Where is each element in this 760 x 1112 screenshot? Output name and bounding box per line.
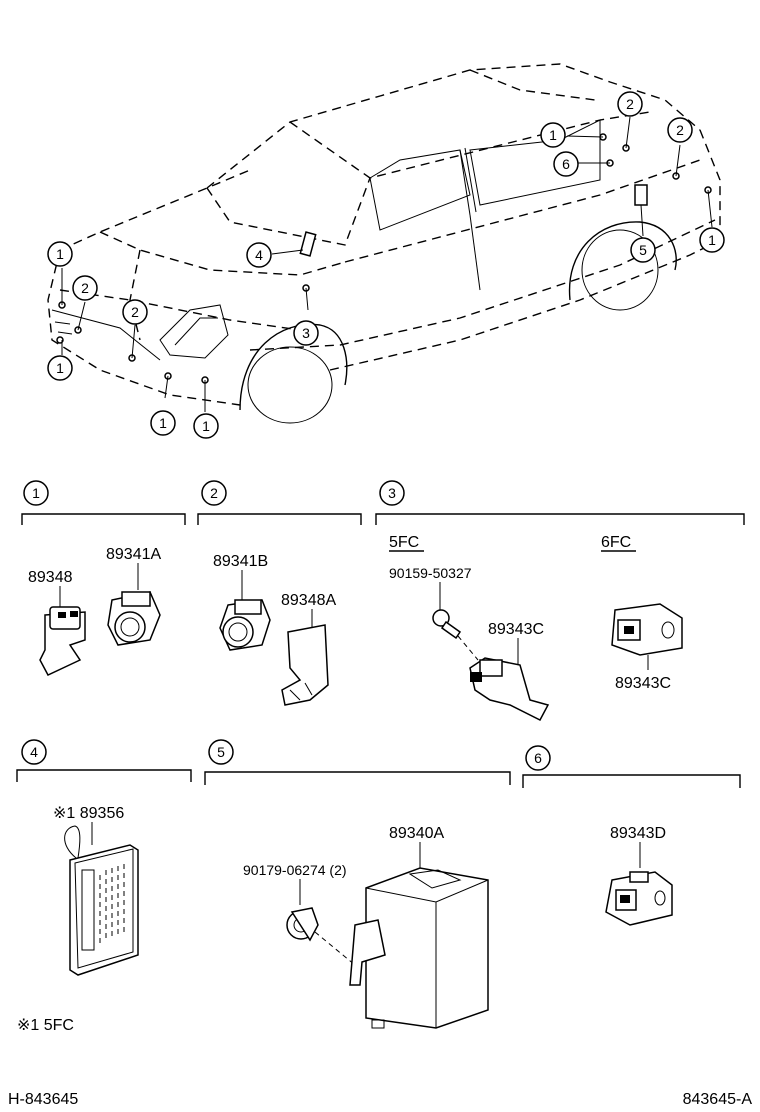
sensor-89343C-5FC-drawing: [469, 657, 550, 721]
callout-6-rear: 6: [553, 151, 579, 177]
clip-90179-06274-drawing: [286, 907, 319, 942]
callout-2-rear-right: 2: [667, 117, 693, 143]
sensor-89341A-drawing: [107, 591, 161, 646]
svg-text:5: 5: [639, 242, 647, 258]
part-89343C-5FC: 89343C: [488, 621, 544, 638]
part-89341A: 89341A: [106, 546, 161, 563]
bracket-89348-drawing: [39, 606, 86, 676]
callout-4-hood: 4: [246, 242, 272, 268]
drawing-number-left: H-843645: [8, 1091, 78, 1108]
section-4: 4 ※1 89356: [16, 739, 192, 976]
variant-6FC: 6FC: [601, 534, 631, 551]
svg-text:1: 1: [549, 127, 557, 143]
drawing-number-right: 843645-A: [683, 1091, 753, 1108]
callout-1-front-left-top: 1: [47, 241, 73, 267]
part-89340A: 89340A: [389, 825, 444, 842]
callout-2-front-center: 2: [122, 299, 148, 325]
svg-text:1: 1: [159, 415, 167, 431]
svg-text:1: 1: [56, 246, 64, 262]
part-89343D: 89343D: [610, 825, 666, 842]
part-89341B: 89341B: [213, 553, 268, 570]
footnote: ※1 5FC: [17, 1017, 74, 1034]
part-90179-06274: 90179-06274 (2): [243, 862, 347, 878]
svg-text:6: 6: [534, 750, 542, 766]
callout-1-front-right-low: 1: [193, 413, 219, 439]
callout-3-side: 3: [293, 320, 319, 346]
callout-2-front-left: 2: [72, 275, 98, 301]
section-5: 5 89340A 90179-06274 (2): [204, 739, 511, 1029]
svg-text:3: 3: [388, 485, 396, 501]
bolt-90159-50327-drawing: [432, 609, 462, 640]
svg-text:4: 4: [30, 744, 38, 760]
svg-text:1: 1: [32, 485, 40, 501]
label-89356-drawing: [64, 825, 139, 976]
part-89356: ※1 89356: [53, 805, 124, 822]
part-90159-50327: 90159-50327: [389, 565, 472, 581]
car-callouts: 1 2 2 1 1 1 4 3 1 2 2 6 5 1: [47, 91, 725, 439]
callout-5-rear: 5: [630, 237, 656, 263]
section-2: 2 89341B 89348A: [197, 480, 362, 706]
sensor-89343C-6FC-drawing: [611, 603, 683, 656]
callout-1-rear-top: 1: [540, 122, 566, 148]
section-1: 1 89348 89341A: [21, 480, 186, 676]
svg-text:3: 3: [302, 325, 310, 341]
svg-text:2: 2: [676, 122, 684, 138]
part-89348A: 89348A: [281, 592, 336, 609]
part-89343C-6FC: 89343C: [615, 675, 671, 692]
svg-text:1: 1: [202, 418, 210, 434]
callout-1-rear-right: 1: [699, 227, 725, 253]
callout-1-front-center-low: 1: [150, 410, 176, 436]
svg-text:2: 2: [131, 304, 139, 320]
variant-5FC: 5FC: [389, 534, 419, 551]
svg-text:2: 2: [210, 485, 218, 501]
bracket-89348A-drawing: [281, 624, 329, 706]
car-illustration: [47, 63, 721, 424]
svg-text:1: 1: [708, 232, 716, 248]
svg-text:1: 1: [56, 360, 64, 376]
sensor-89341B-drawing: [219, 599, 271, 651]
svg-text:2: 2: [81, 280, 89, 296]
section-3: 3 5FC 6FC 90159-50327 89343C 89343C: [375, 480, 745, 721]
svg-text:2: 2: [626, 96, 634, 112]
svg-text:4: 4: [255, 247, 263, 263]
ecu-89340A-drawing: [349, 867, 489, 1029]
sensor-89343D-drawing: [605, 871, 673, 926]
callout-2-rear-center: 2: [617, 91, 643, 117]
svg-text:5: 5: [217, 744, 225, 760]
section-6: 6 89343D: [522, 745, 741, 926]
callout-1-front-left-low: 1: [47, 355, 73, 381]
part-89348: 89348: [28, 569, 73, 586]
svg-text:6: 6: [562, 156, 570, 172]
